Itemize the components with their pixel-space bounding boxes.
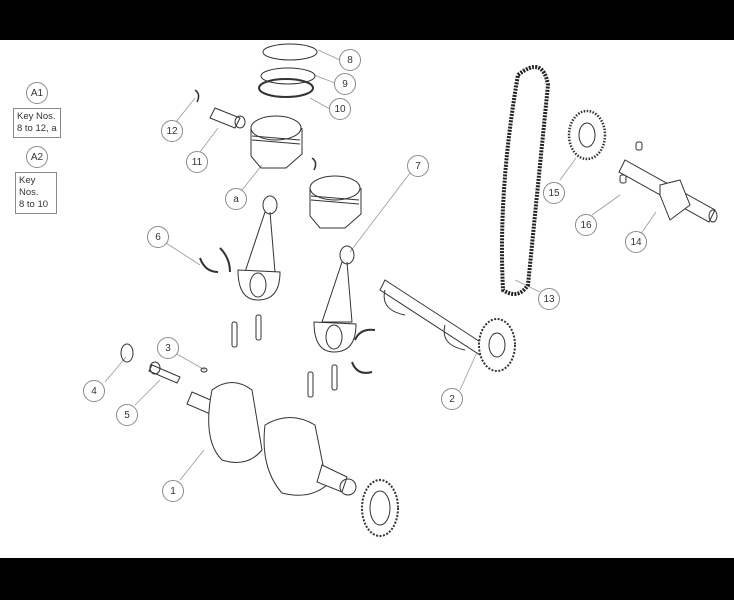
callout-10: 10 xyxy=(329,98,351,120)
callout-a: a xyxy=(225,188,247,210)
crankshaft xyxy=(186,382,357,496)
camshaft xyxy=(618,141,718,223)
legend-a2-text: Key Nos. 8 to 10 xyxy=(15,172,57,214)
callout-3: 3 xyxy=(157,337,179,359)
cam-chain xyxy=(500,65,551,296)
diagram-canvas: A1 Key Nos. 8 to 12, a A2 Key Nos. 8 to … xyxy=(0,40,734,558)
callout-2: 2 xyxy=(441,388,463,410)
legend-a2-badge: A2 xyxy=(26,146,48,168)
callout-7: 7 xyxy=(407,155,429,177)
callout-14: 14 xyxy=(625,231,647,253)
callout-5: 5 xyxy=(116,404,138,426)
legend-a1-text: Key Nos. 8 to 12, a xyxy=(13,108,61,138)
piston-b xyxy=(309,175,362,229)
leader-lines xyxy=(104,49,657,481)
callout-16: 16 xyxy=(575,214,597,236)
callout-11: 11 xyxy=(186,151,208,173)
callout-12: 12 xyxy=(161,120,183,142)
piston-a xyxy=(250,115,303,169)
legend-a1-line1: Key Nos. xyxy=(17,111,56,122)
crank-gear xyxy=(361,479,399,537)
balance-shaft xyxy=(379,279,516,372)
legend-a2-line1: Key Nos. xyxy=(19,175,39,198)
legend-a2-line2: 8 to 10 xyxy=(19,199,49,210)
callout-13: 13 xyxy=(538,288,560,310)
gudgeon-pin xyxy=(209,107,246,129)
legend-a1-line2: 8 to 12, a xyxy=(17,123,57,134)
callout-1: 1 xyxy=(162,480,184,502)
callout-9: 9 xyxy=(334,73,356,95)
con-rod-2 xyxy=(313,245,357,353)
callout-8: 8 xyxy=(339,49,361,71)
callout-15: 15 xyxy=(543,182,565,204)
rod-bolts xyxy=(231,314,338,398)
parts-illustration xyxy=(104,43,718,537)
callout-4: 4 xyxy=(83,380,105,402)
cam-sprocket xyxy=(567,109,607,161)
washer xyxy=(120,343,134,363)
callout-6: 6 xyxy=(147,226,169,248)
con-rod-1 xyxy=(237,195,281,301)
piston-rings xyxy=(258,43,318,98)
legend-a1-badge: A1 xyxy=(26,82,48,104)
